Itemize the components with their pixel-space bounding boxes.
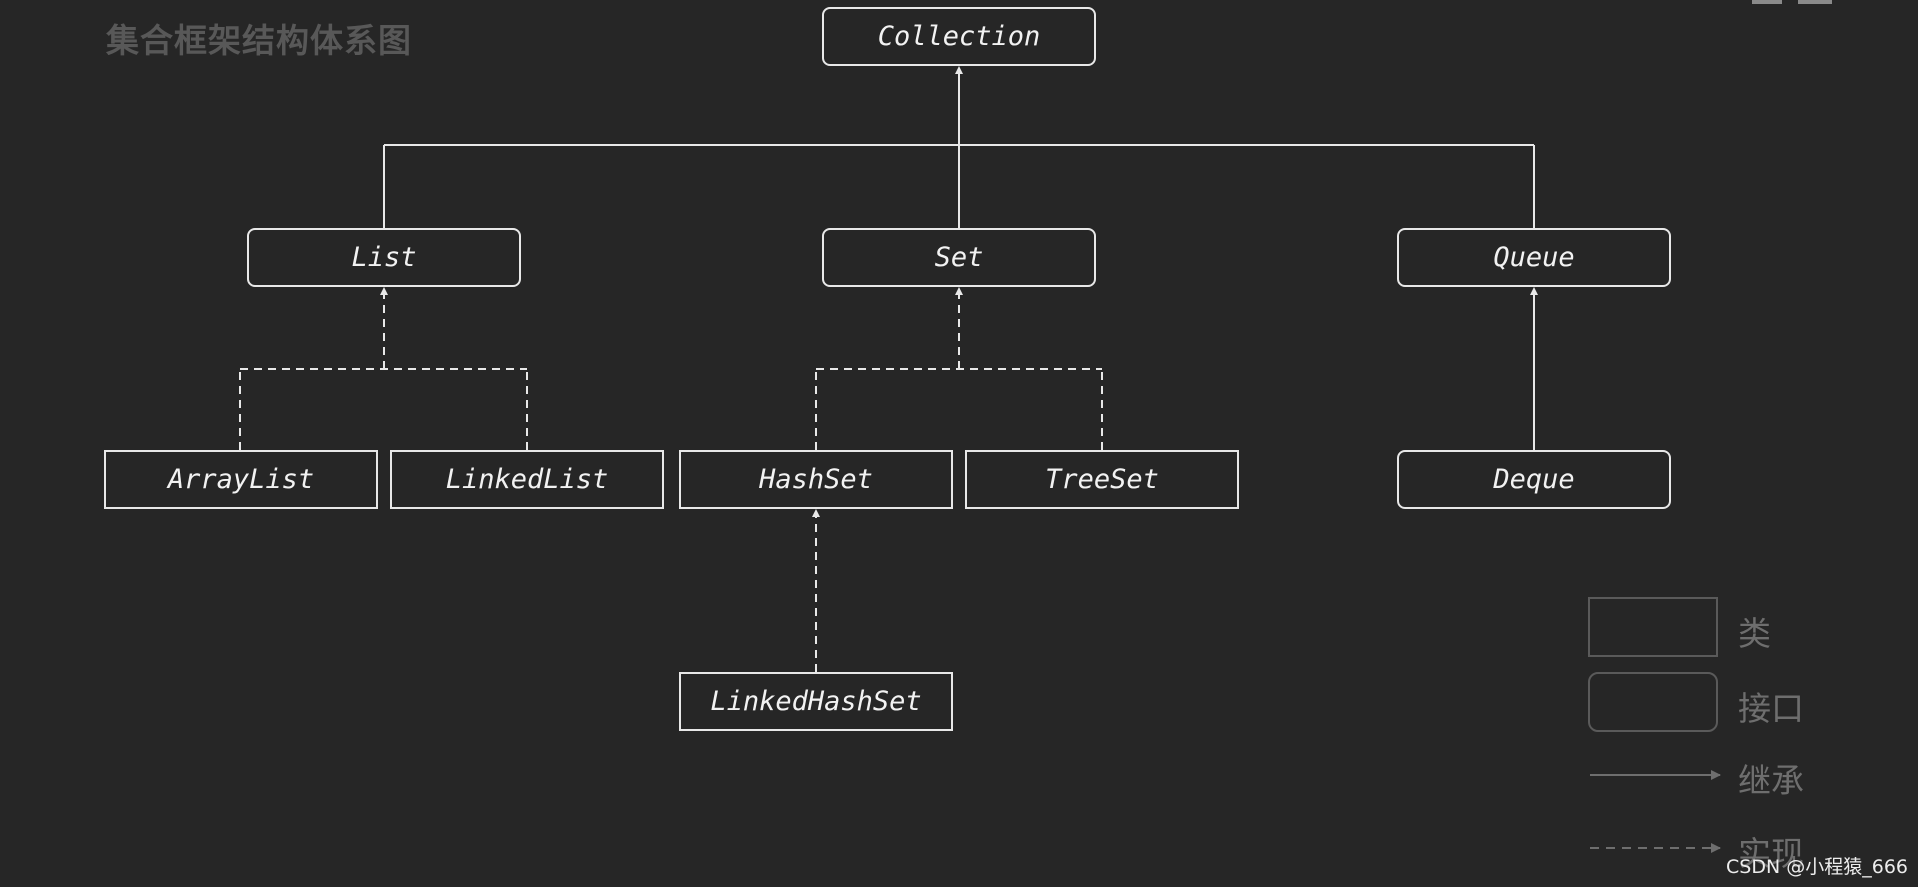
edge-collection-children [383,66,1535,228]
legend-implement-label: 实现 [1738,834,1804,873]
legend-class-label: 类 [1738,614,1771,653]
watermark: CSDN @小程猿_666 [1726,856,1908,878]
node-linkedlist: LinkedList [390,450,664,509]
node-list: List [247,228,521,287]
node-deque: Deque [1397,450,1671,509]
node-hashset: HashSet [679,450,953,509]
legend-class-box [1588,597,1718,657]
node-set-label: Set [934,242,984,273]
node-linkedhashset: LinkedHashSet [679,672,953,731]
node-queue: Queue [1397,228,1671,287]
top-right-decoration [1798,0,1832,4]
edge-set-implementations [815,287,1103,450]
legend-interface-box [1588,672,1718,732]
node-treeset: TreeSet [965,450,1239,509]
edge-list-implementations [239,287,528,450]
node-list-label: List [351,242,417,273]
legend-interface-label: 接口 [1738,689,1804,728]
node-set: Set [822,228,1096,287]
node-deque-label: Deque [1493,464,1575,495]
node-collection: Collection [822,7,1096,66]
node-arraylist: ArrayList [104,450,378,509]
legend-inherit-label: 继承 [1738,761,1804,800]
node-hashset-label: HashSet [759,464,873,495]
node-linkedlist-label: LinkedList [445,464,609,495]
node-linkedhashset-label: LinkedHashSet [710,686,922,717]
node-arraylist-label: ArrayList [167,464,315,495]
node-queue-label: Queue [1493,242,1575,273]
node-treeset-label: TreeSet [1045,464,1159,495]
node-collection-label: Collection [877,21,1041,52]
top-right-decoration [1752,0,1782,4]
diagram-title: 集合框架结构体系图 [106,21,412,60]
